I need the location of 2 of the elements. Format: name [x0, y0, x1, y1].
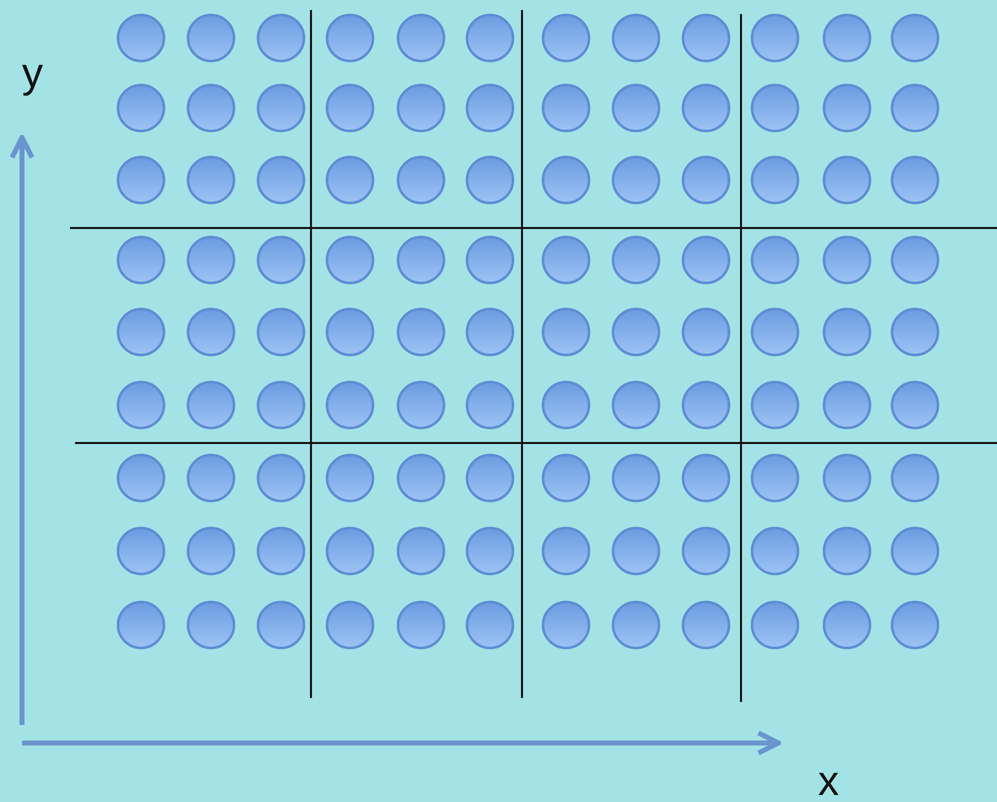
axis-label: x [818, 760, 839, 802]
axis-label: y [22, 52, 43, 94]
